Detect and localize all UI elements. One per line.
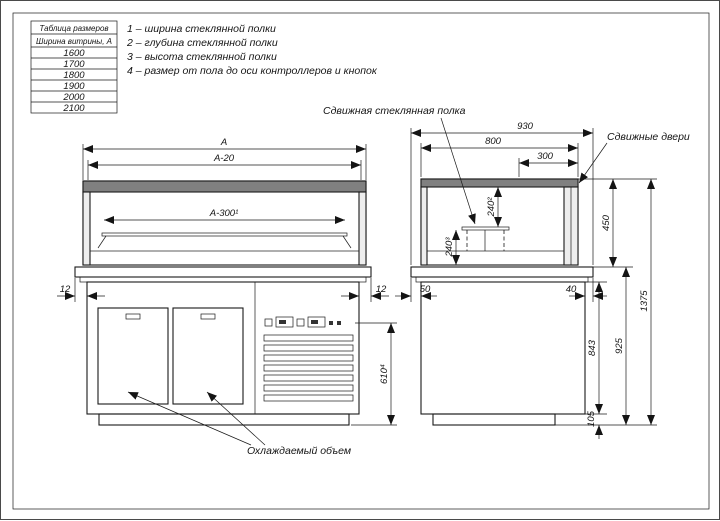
dim-top-height: 450: [601, 179, 617, 267]
dim-a-label: А: [220, 137, 227, 148]
dim-50-label: 50: [420, 284, 431, 295]
side-front-glass: [420, 186, 428, 266]
dim-width-a20: А-20: [87, 153, 362, 180]
side-view: 930 800 300 240² 240³ 50: [323, 105, 690, 439]
dim-total-height: 1375: [639, 179, 655, 425]
front-right-door: [172, 307, 244, 405]
dim-12-left-label: 12: [60, 284, 71, 295]
controller-display-icon: [307, 316, 326, 328]
dim-610-label: 610⁴: [379, 364, 390, 384]
side-plinth: [432, 413, 556, 426]
cooled-volume-callout: Охлаждаемый объем: [127, 391, 351, 457]
legend-item-3: 3 – высота стеклянной полки: [127, 51, 277, 63]
dim-shelf-depth: 240²: [486, 187, 502, 227]
dim-240-3-label: 240³: [444, 237, 455, 258]
sliding-doors-callout: Сдвижные двери: [578, 131, 690, 184]
size-table-subtitle: Ширина витрины, А: [36, 37, 112, 46]
door-handle-icon: [125, 313, 141, 320]
dim-body-height: 843: [587, 282, 603, 414]
size-table: Таблица размеров Ширина витрины, А 1600 …: [30, 20, 118, 114]
dim-right-offset: 12: [341, 278, 389, 302]
dim-depth-top: 800: [420, 136, 579, 177]
button-icon: [264, 318, 273, 327]
size-table-title: Таблица размеров: [39, 24, 108, 33]
front-right-glass-frame: [358, 191, 367, 266]
sliding-shelf-callout: Сдвижная стеклянная полка: [323, 105, 476, 225]
size-table-row: 2100: [62, 103, 85, 114]
dim-800-label: 800: [485, 136, 502, 147]
dim-300-label: 300: [537, 151, 554, 162]
dim-a300-label: А-300¹: [209, 208, 239, 219]
dim-left-offset: 12: [57, 278, 105, 302]
size-table-row: 1700: [63, 59, 85, 70]
display-segment-icon: [279, 320, 286, 324]
dim-450-label: 450: [601, 214, 612, 231]
dim-843-label: 843: [587, 339, 598, 356]
front-glass-shelf: [101, 232, 348, 237]
dim-width-a: А: [82, 137, 367, 180]
dim-shelf-height: 240³: [444, 230, 460, 265]
button-icon: [296, 318, 305, 327]
size-table-row: 2000: [62, 92, 85, 103]
dim-doors-width: 300: [518, 151, 578, 177]
side-top-canopy: [420, 178, 579, 188]
display-segment-icon: [311, 320, 318, 324]
side-deck-band: [426, 250, 565, 266]
size-table-row: 1800: [63, 70, 85, 81]
front-top-canopy: [82, 180, 367, 193]
side-lower-cabinet: [420, 281, 586, 426]
dim-12-right-label: 12: [376, 284, 387, 295]
ventilation-grille: [263, 334, 354, 402]
side-counter-top: [410, 266, 594, 283]
door-handle-icon: [200, 313, 216, 320]
size-table-border: [30, 20, 118, 114]
dim-1375-label: 1375: [639, 290, 650, 312]
controller-display-icon: [275, 316, 294, 328]
drawing-frame: [12, 12, 710, 510]
dim-lower-height: 925: [614, 267, 630, 425]
button-icon: [337, 321, 341, 325]
size-table-row: 1900: [63, 81, 85, 92]
dim-40-label: 40: [566, 284, 577, 295]
legend-item-1: 1 – ширина стеклянной полки: [127, 23, 276, 35]
legend-item-4: 4 – размер от пола до оси контроллеров и…: [127, 65, 378, 77]
legend: 1 – ширина стеклянной полки 2 – глубина …: [126, 23, 378, 77]
dim-105-label: 105: [586, 410, 597, 427]
front-glass-case: [82, 180, 367, 266]
side-glass-shelf: [461, 226, 510, 231]
front-view: А А-20 А-300¹ 12 12: [57, 137, 397, 457]
front-lower-cabinet: [86, 281, 360, 426]
dim-shelf-width: А-300¹: [104, 208, 345, 224]
front-left-door: [97, 307, 169, 405]
dim-a20-label: А-20: [213, 153, 235, 164]
controller-panel: [264, 316, 341, 328]
dim-930-label: 930: [517, 121, 534, 132]
dim-925-label: 925: [614, 337, 625, 354]
front-deck-band: [89, 250, 360, 266]
dim-240-2-label: 240²: [486, 197, 497, 218]
legend-item-2: 2 – глубина стеклянной полки: [126, 37, 278, 49]
sliding-shelf-label: Сдвижная стеклянная полка: [323, 105, 466, 117]
dim-depth-total: 930: [410, 121, 594, 265]
side-vertical-dims: 450 843 105 925 1375: [555, 178, 657, 439]
dim-front-overhang: 50: [395, 278, 437, 302]
button-icon: [329, 321, 333, 325]
cooled-volume-label: Охлаждаемый объем: [247, 445, 351, 457]
front-counter-top: [74, 266, 372, 283]
size-table-row: 1600: [63, 48, 85, 59]
dim-controls-axis: 610⁴: [351, 322, 397, 426]
front-plinth: [98, 413, 350, 426]
sliding-doors-label: Сдвижные двери: [607, 131, 690, 143]
dim-plinth-height: 105: [586, 410, 603, 439]
front-left-glass-frame: [82, 191, 91, 266]
